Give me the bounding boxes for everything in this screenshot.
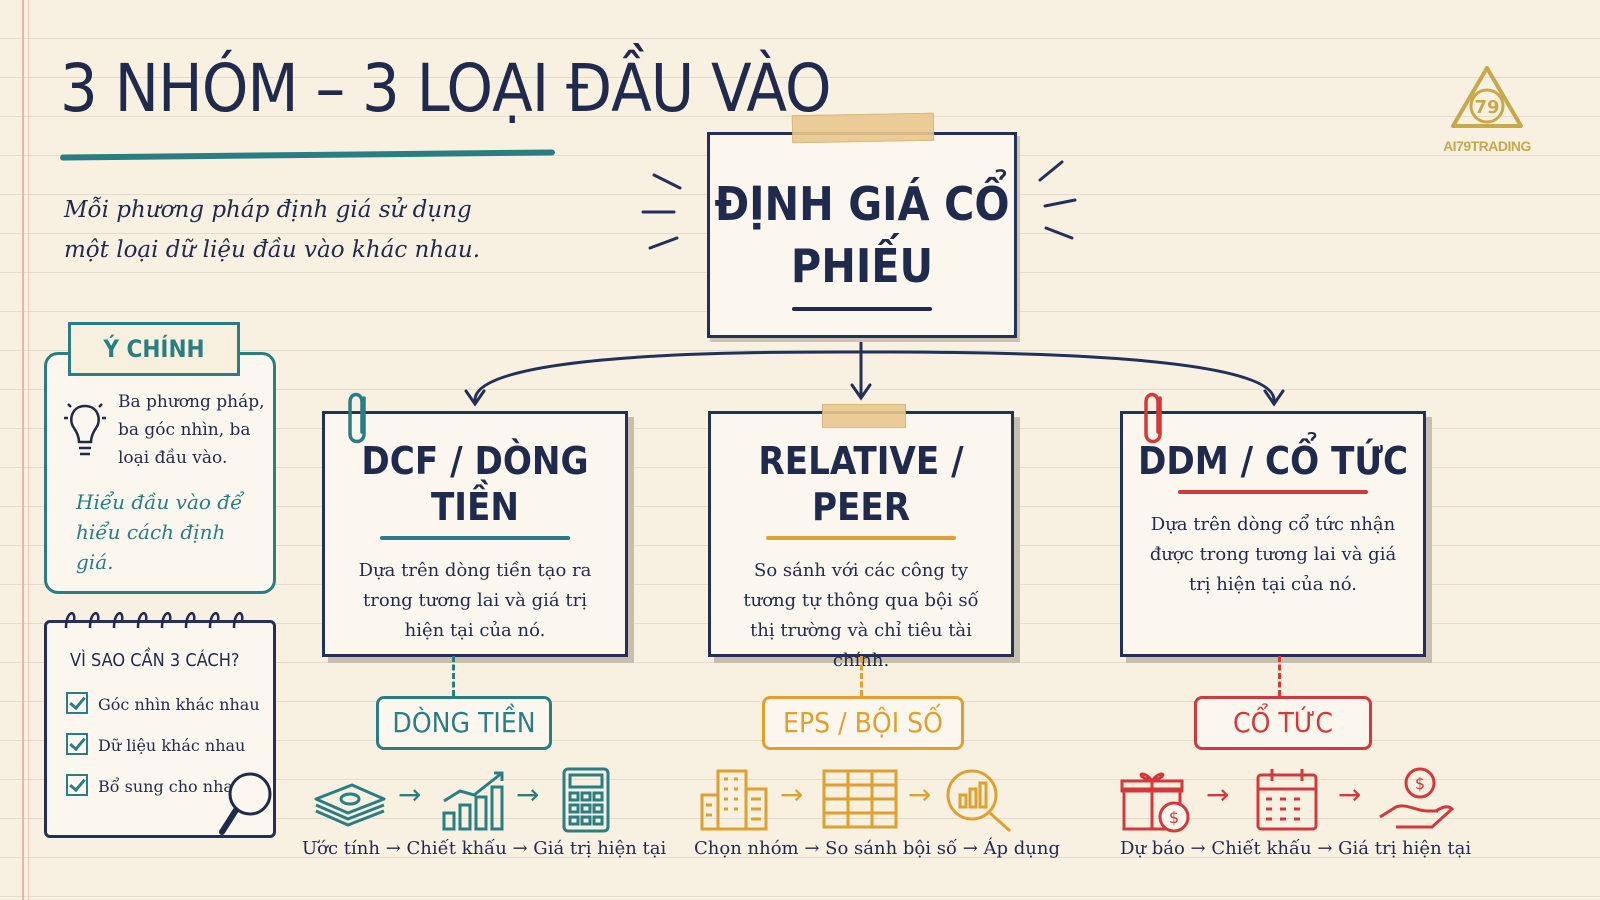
gift-dollar-icon: $ xyxy=(1120,772,1190,833)
brand-logo: 79 AI79TRADING xyxy=(1432,62,1542,162)
method-title-peer: RELATIVE / PEER xyxy=(758,439,964,529)
comparison-table-icon xyxy=(822,769,898,829)
flow-arrow-icon: → xyxy=(908,778,932,811)
flow-arrow-icon: → xyxy=(1206,778,1230,811)
calendar-icon xyxy=(1256,769,1318,831)
triangle-logo-icon: 79 xyxy=(1451,66,1523,128)
main-box-label: ĐỊNH GIÁ CỔ PHIẾU xyxy=(714,177,1010,293)
calculator-icon xyxy=(562,767,610,833)
svg-text:$: $ xyxy=(1169,808,1179,827)
money-stack-icon xyxy=(314,783,386,827)
page-title: 3 NHÓM – 3 LOẠI ĐẦU VÀO xyxy=(60,50,832,127)
method-desc-dcf: Dựa trên dòng tiền tạo ra trong tương la… xyxy=(358,560,592,641)
input-pill-peer: EPS / BỘI SỐ xyxy=(762,696,964,750)
key-idea-banner: Ý CHÍNH xyxy=(68,322,240,376)
steps-dcf: Ước tính → Chiết khấu → Giá trị hiện tại xyxy=(302,838,667,859)
flow-arrow-icon: → xyxy=(780,778,804,811)
method-underline-peer xyxy=(766,536,956,540)
tape-strip xyxy=(791,112,935,144)
dashed-connector xyxy=(860,656,863,696)
paperclip-icon xyxy=(1144,392,1162,444)
magnifier-icon xyxy=(219,772,272,835)
checkbox-icon xyxy=(66,692,88,714)
why-title: VÌ SAO CẦN 3 CÁCH? xyxy=(70,650,240,671)
key-idea-text: Ba phương pháp, ba góc nhìn, ba loại đầu… xyxy=(118,392,265,468)
why-item: Góc nhìn khác nhau xyxy=(66,692,260,714)
method-card-peer: RELATIVE / PEER So sánh với các công ty … xyxy=(708,411,1014,671)
flow-arrow-icon: → xyxy=(1338,778,1362,811)
tape-strip-peer xyxy=(822,404,906,428)
buildings-icon xyxy=(700,769,768,831)
spiral-binding-icon xyxy=(64,612,244,629)
method-desc-peer: So sánh với các công ty tương tự thông q… xyxy=(743,560,979,671)
flow-arrow-icon: → xyxy=(516,778,540,811)
method-underline-dcf xyxy=(380,536,570,540)
steps-peer: Chọn nhóm → So sánh bội số → Áp dụng xyxy=(694,838,1060,859)
notebook-margin-line-2 xyxy=(28,0,29,900)
method-card-dcf: DCF / DÒNG TIỀN Dựa trên dòng tiền tạo r… xyxy=(322,411,628,657)
magnifier-chart-icon xyxy=(946,769,1012,833)
method-card-ddm: DDM / CỔ TỨC Dựa trên dòng cổ tức nhận đ… xyxy=(1120,411,1426,657)
checkbox-icon xyxy=(66,774,88,796)
dashed-connector xyxy=(452,656,455,696)
page-subtitle: Mỗi phương pháp định giá sử dụng một loạ… xyxy=(64,197,481,263)
main-valuation-box: ĐỊNH GIÁ CỔ PHIẾU xyxy=(707,132,1017,338)
method-desc-ddm: Dựa trên dòng cổ tức nhận được trong tươ… xyxy=(1149,514,1397,595)
lightbulb-icon xyxy=(64,403,106,456)
key-idea-emphasis: Hiểu đầu vào để hiểu cách định giá. xyxy=(76,490,243,574)
hand-coin-icon: $ xyxy=(1379,767,1455,829)
notebook-margin-line xyxy=(22,0,24,900)
brand-name: AI79TRADING xyxy=(1443,138,1531,154)
key-idea-box xyxy=(44,352,276,594)
steps-ddm: Dự báo → Chiết khấu → Giá trị hiện tại xyxy=(1120,838,1472,859)
input-pill-ddm: CỔ TỨC xyxy=(1194,696,1372,750)
method-title-dcf: DCF / DÒNG TIỀN xyxy=(361,439,589,529)
paperclip-icon xyxy=(348,392,366,444)
checkbox-icon xyxy=(66,733,88,755)
flow-arrow-icon: → xyxy=(398,778,422,811)
input-pill-dcf: DÒNG TIỀN xyxy=(376,696,552,750)
dashed-connector xyxy=(1278,656,1281,696)
method-title-ddm: DDM / CỔ TỨC xyxy=(1137,439,1409,483)
why-item: Dữ liệu khác nhau xyxy=(66,733,245,755)
svg-text:$: $ xyxy=(1415,774,1425,793)
main-box-underline xyxy=(792,307,932,311)
growth-chart-icon xyxy=(442,771,504,831)
method-underline-ddm xyxy=(1178,490,1368,494)
svg-text:79: 79 xyxy=(1474,97,1499,118)
why-item: Bổ sung cho nhau xyxy=(66,774,243,796)
